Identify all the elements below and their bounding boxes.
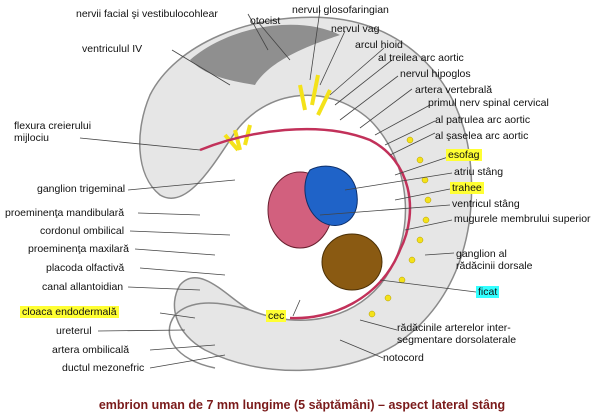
label-otocist: otocist (250, 15, 281, 27)
label-ficat: ficat (476, 286, 500, 298)
aorta (199, 127, 412, 320)
label-ductul: ductul mezonefric (62, 362, 145, 374)
label-trahee: trahee (450, 182, 484, 194)
label-ventricul-stang: ventricul stâng (452, 198, 520, 210)
pointer-lines (79, 9, 477, 369)
label-esofag: esofag (446, 149, 482, 161)
label-ureterul: ureterul (56, 325, 92, 337)
label-radacinile: rădăcinile arterelor inter- segmentare d… (397, 322, 517, 346)
label-artera-vertebrala: artera vertebrală (415, 84, 493, 96)
label-atriu: atriu stâng (454, 166, 504, 178)
label-cloaca: cloaca endodermală (20, 306, 119, 318)
label-proeminenta-mandibulara: proeminenţa mandibulară (5, 207, 125, 219)
cranial-nerves (223, 74, 332, 152)
label-hipoglos: nervul hipoglos (400, 68, 471, 80)
head-shading (190, 24, 340, 85)
label-arcul-hioid: arcul hioid (355, 39, 403, 51)
label-mugurele: mugurele membrului superior (454, 213, 591, 225)
label-al-treilea-arc: al treilea arc aortic (378, 52, 464, 64)
label-ventriculul-iv: ventriculul IV (82, 43, 143, 55)
label-vag: nervul vag (331, 23, 380, 35)
label-ganglion-trigeminal: ganglion trigeminal (37, 183, 126, 195)
label-cec: cec (266, 310, 287, 322)
left-atrium (304, 165, 358, 227)
label-flexura: flexura creierului mijlociu (14, 120, 92, 144)
label-notocord: notocord (383, 352, 424, 364)
label-glosofaringian: nervul glosofaringian (292, 4, 389, 16)
label-al-saselea-arc: al şaselea arc aortic (435, 130, 529, 142)
liver (321, 233, 383, 291)
label-canal: canal allantoidian (42, 281, 124, 293)
label-cordonul: cordonul ombilical (40, 225, 125, 237)
label-ganglion-al: ganglion al rădăcinii dorsale (456, 248, 533, 272)
label-primul-nerv: primul nerv spinal cervical (428, 97, 549, 109)
label-nervii-facial: nervii facial şi vestibulocohlear (76, 8, 218, 20)
label-artera-ombilicala: artera ombilicală (52, 344, 130, 356)
label-al-patrulea-arc: al patrulea arc aortic (435, 114, 531, 126)
label-placoda: placoda olfactivă (46, 262, 125, 274)
label-proeminenta-maxilara: proeminenţa maxilară (28, 243, 129, 255)
figure-caption: embrion uman de 7 mm lungime (5 săptămân… (98, 398, 506, 412)
